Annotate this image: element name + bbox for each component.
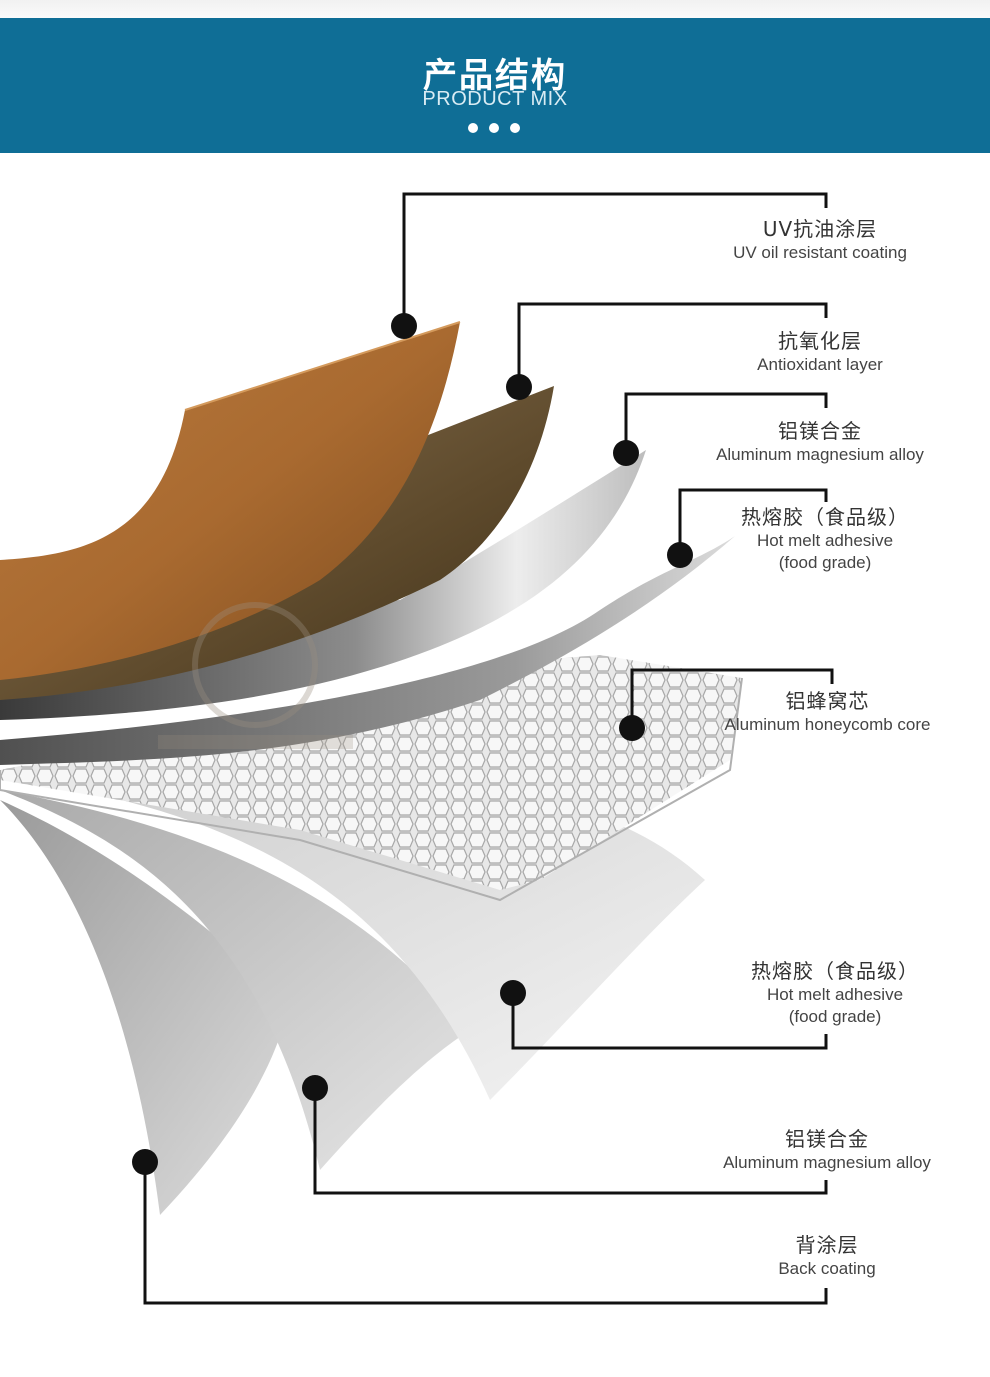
layer-label-en-2: (food grade) <box>778 553 872 572</box>
layer-label-en: Hot melt adhesive <box>756 531 894 550</box>
layer-label-antioxidant: 抗氧化层 Antioxidant layer <box>700 328 940 376</box>
top-shadow <box>0 0 990 18</box>
honeycomb-core <box>0 655 742 890</box>
layer-label-alloy-top: 铝镁合金 Aluminum magnesium alloy <box>690 418 950 466</box>
layer-label-en: Aluminum magnesium alloy <box>716 445 924 464</box>
adhesive-top-sheet <box>0 536 735 765</box>
layer-label-uv-coating: UV抗油涂层 UV oil resistant coating <box>700 216 940 264</box>
layer-label-en: Hot melt adhesive <box>766 985 904 1004</box>
header-banner: 产品结构 PRODUCT MIX <box>0 18 990 153</box>
layer-label-zh: UV抗油涂层 <box>762 217 878 241</box>
layer-label-zh: 背涂层 <box>795 1233 859 1257</box>
decorative-dots <box>468 123 522 135</box>
uv-coating-sheet <box>0 322 460 680</box>
layer-label-adhesive-bottom: 热熔胶（食品级） Hot melt adhesive (food grade) <box>715 958 955 1028</box>
back-coating-sheet <box>0 800 290 1215</box>
layer-label-adhesive-top: 热熔胶（食品级） Hot melt adhesive (food grade) <box>710 504 940 574</box>
dot-icon <box>510 123 520 133</box>
layer-structure-illustration <box>0 192 834 1305</box>
layer-label-en: Aluminum honeycomb core <box>724 715 931 734</box>
layer-label-zh: 抗氧化层 <box>778 329 862 353</box>
dot-icon <box>489 123 499 133</box>
page-title: 产品结构 <box>423 56 567 96</box>
layer-label-en-2: (food grade) <box>788 1007 882 1026</box>
dot-icon <box>468 123 478 133</box>
layer-label-alloy-bottom: 铝镁合金 Aluminum magnesium alloy <box>697 1126 957 1174</box>
layer-label-zh: 热熔胶（食品级） <box>741 505 909 529</box>
layer-label-zh: 铝蜂窝芯 <box>785 689 870 713</box>
layer-label-en: Aluminum magnesium alloy <box>723 1153 931 1172</box>
layer-label-zh: 铝镁合金 <box>785 1127 869 1151</box>
layer-label-en: Antioxidant layer <box>757 355 883 374</box>
layer-label-back-coating: 背涂层 Back coating <box>707 1232 947 1280</box>
page-subtitle: PRODUCT MIX <box>422 88 568 110</box>
layer-label-zh: 铝镁合金 <box>778 419 862 443</box>
layer-label-zh: 热熔胶（食品级） <box>751 959 919 983</box>
alloy-bottom-sheet <box>0 790 470 1170</box>
layer-label-en: Back coating <box>778 1259 876 1278</box>
layer-label-honeycomb: 铝蜂窝芯 Aluminum honeycomb core <box>705 688 950 736</box>
layer-label-en: UV oil resistant coating <box>733 243 907 262</box>
